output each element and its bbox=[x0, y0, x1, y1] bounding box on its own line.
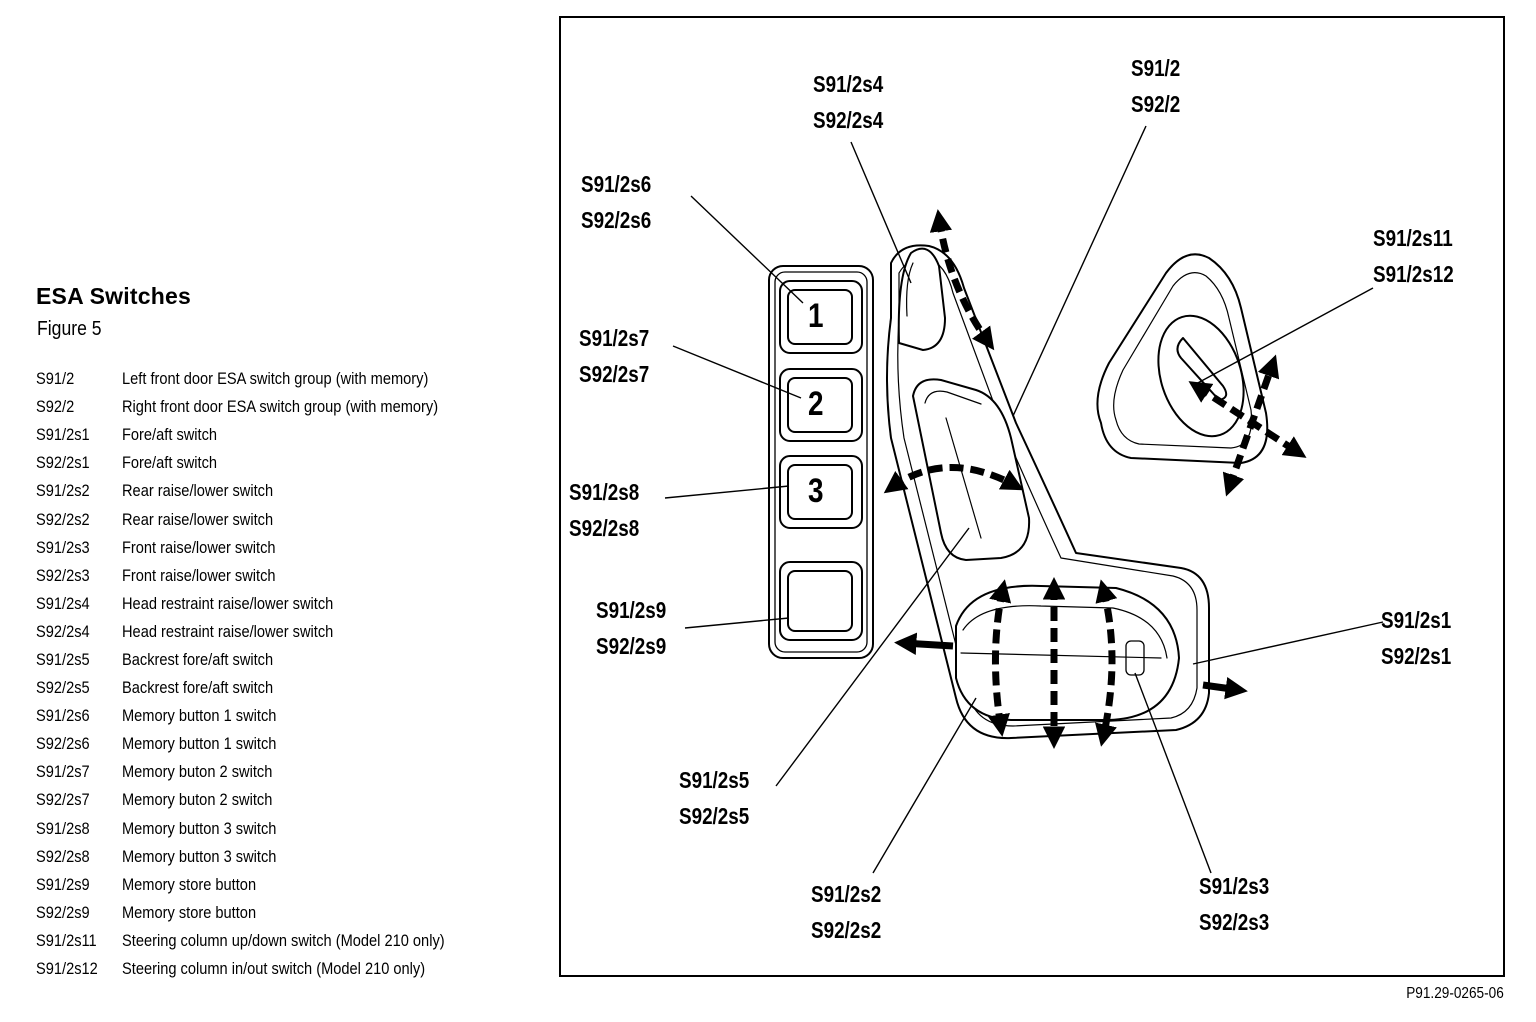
legend-description: Right front door ESA switch group (with … bbox=[122, 397, 439, 417]
button-number-3: 3 bbox=[808, 472, 824, 510]
legend-description: Left front door ESA switch group (with m… bbox=[122, 369, 429, 389]
legend-code: S91/2s2 bbox=[36, 481, 90, 501]
legend-code: S92/2s1 bbox=[36, 453, 90, 473]
legend-description: Memory store button bbox=[122, 902, 257, 922]
legend-code: S92/2 bbox=[36, 397, 75, 417]
legend-entry: S92/2s2 Rear raise/lower switch bbox=[36, 505, 536, 533]
legend-entry: S92/2s6 Memory button 1 switch bbox=[36, 730, 536, 758]
legend-entry: S92/2s5 Backrest fore/aft switch bbox=[36, 674, 536, 702]
button-number-2: 2 bbox=[808, 385, 824, 423]
legend: ESA Switches Figure 5 S91/2 Left front do… bbox=[36, 283, 536, 983]
legend-description: Memory buton 2 switch bbox=[122, 790, 273, 810]
legend-code: S92/2s8 bbox=[36, 846, 90, 866]
legend-subtitle: Figure 5 bbox=[37, 318, 102, 340]
legend-entry: S91/2s1 Fore/aft switch bbox=[36, 421, 536, 449]
legend-entry: S91/2s6 Memory button 1 switch bbox=[36, 702, 536, 730]
legend-code: S92/2s2 bbox=[36, 509, 90, 529]
legend-code: S92/2s5 bbox=[36, 678, 90, 698]
legend-entry: S92/2 Right front door ESA switch group (… bbox=[36, 393, 536, 421]
memory-button-2 bbox=[779, 368, 863, 442]
memory-button-panel bbox=[768, 265, 874, 659]
legend-code: S91/2s11 bbox=[36, 930, 97, 950]
legend-code: S92/2s4 bbox=[36, 621, 90, 641]
legend-description: Fore/aft switch bbox=[122, 425, 218, 445]
legend-entry: S92/2s8 Memory button 3 switch bbox=[36, 843, 536, 871]
legend-description: Memory buton 2 switch bbox=[122, 762, 273, 782]
legend-code: S91/2s8 bbox=[36, 818, 90, 838]
legend-code: S91/2s12 bbox=[36, 959, 98, 979]
legend-entry: S91/2s12 Steering column in/out switch (M… bbox=[36, 955, 536, 983]
legend-description: Memory button 3 switch bbox=[122, 846, 277, 866]
legend-entry: S91/2s5 Backrest fore/aft switch bbox=[36, 646, 536, 674]
head-restraint-switch bbox=[897, 247, 946, 351]
front-raise-arrow bbox=[1095, 579, 1118, 747]
legend-entry: S92/2s4 Head restraint raise/lower switch bbox=[36, 618, 536, 646]
legend-entry: S92/2s1 Fore/aft switch bbox=[36, 449, 536, 477]
legend-description: Rear raise/lower switch bbox=[122, 509, 274, 529]
legend-entry: S91/2 Left front door ESA switch group (w… bbox=[36, 365, 536, 393]
legend-code: S91/2s7 bbox=[36, 762, 90, 782]
button-number-1: 1 bbox=[808, 297, 824, 335]
legend-title: ESA Switches bbox=[36, 283, 191, 309]
backrest-arrow bbox=[883, 464, 1024, 494]
legend-description: Steering column in/out switch (Model 210… bbox=[122, 959, 426, 979]
legend-entry: S92/2s3 Front raise/lower switch bbox=[36, 562, 536, 590]
figure-code: P91.29-0265-06 bbox=[1406, 985, 1504, 1002]
legend-code: S91/2 bbox=[36, 369, 75, 389]
memory-button-1 bbox=[779, 280, 863, 354]
legend-code: S91/2s9 bbox=[36, 874, 90, 894]
legend-description: Memory store button bbox=[122, 874, 257, 894]
rear-raise-arrow bbox=[987, 579, 1012, 737]
legend-code: S92/2s3 bbox=[36, 565, 90, 585]
legend-entry: S91/2s7 Memory buton 2 switch bbox=[36, 758, 536, 786]
legend-description: Rear raise/lower switch bbox=[122, 481, 274, 501]
legend-description: Front raise/lower switch bbox=[122, 565, 276, 585]
legend-description: Head restraint raise/lower switch bbox=[122, 593, 334, 613]
legend-description: Head restraint raise/lower switch bbox=[122, 621, 334, 641]
legend-description: Backrest fore/aft switch bbox=[122, 678, 274, 698]
legend-entries: S91/2 Left front door ESA switch group (w… bbox=[36, 365, 536, 983]
legend-description: Fore/aft switch bbox=[122, 453, 218, 473]
legend-code: S92/2s9 bbox=[36, 902, 90, 922]
legend-description: Steering column up/down switch (Model 21… bbox=[122, 930, 445, 950]
legend-entry: S91/2s2 Rear raise/lower switch bbox=[36, 477, 536, 505]
legend-description: Memory button 1 switch bbox=[122, 734, 277, 754]
memory-button-3 bbox=[779, 455, 863, 529]
legend-entry: S91/2s9 Memory store button bbox=[36, 871, 536, 899]
legend-code: S91/2s4 bbox=[36, 593, 90, 613]
legend-entry: S91/2s3 Front raise/lower switch bbox=[36, 534, 536, 562]
legend-description: Front raise/lower switch bbox=[122, 537, 276, 557]
legend-entry: S91/2s4 Head restraint raise/lower switch bbox=[36, 590, 536, 618]
memory-store-button bbox=[779, 561, 863, 641]
legend-code: S92/2s6 bbox=[36, 734, 90, 754]
legend-code: S91/2s3 bbox=[36, 537, 90, 557]
legend-code: S92/2s7 bbox=[36, 790, 90, 810]
legend-entry: S92/2s9 Memory store button bbox=[36, 899, 536, 927]
legend-entry: S91/2s11 Steering column up/down switch (… bbox=[36, 927, 536, 955]
legend-code: S91/2s5 bbox=[36, 649, 90, 669]
aft-arrow bbox=[1202, 677, 1248, 700]
legend-description: Memory button 3 switch bbox=[122, 818, 277, 838]
legend-entry: S92/2s7 Memory buton 2 switch bbox=[36, 786, 536, 814]
fore-arrow bbox=[894, 632, 954, 655]
legend-description: Backrest fore/aft switch bbox=[122, 649, 274, 669]
legend-code: S91/2s1 bbox=[36, 425, 90, 445]
legend-description: Memory button 1 switch bbox=[122, 706, 277, 726]
legend-code: S91/2s6 bbox=[36, 706, 90, 726]
head-restraint-arrow bbox=[929, 209, 995, 351]
legend-entry: S91/2s8 Memory button 3 switch bbox=[36, 815, 536, 843]
switch-drawing bbox=[664, 125, 1384, 874]
